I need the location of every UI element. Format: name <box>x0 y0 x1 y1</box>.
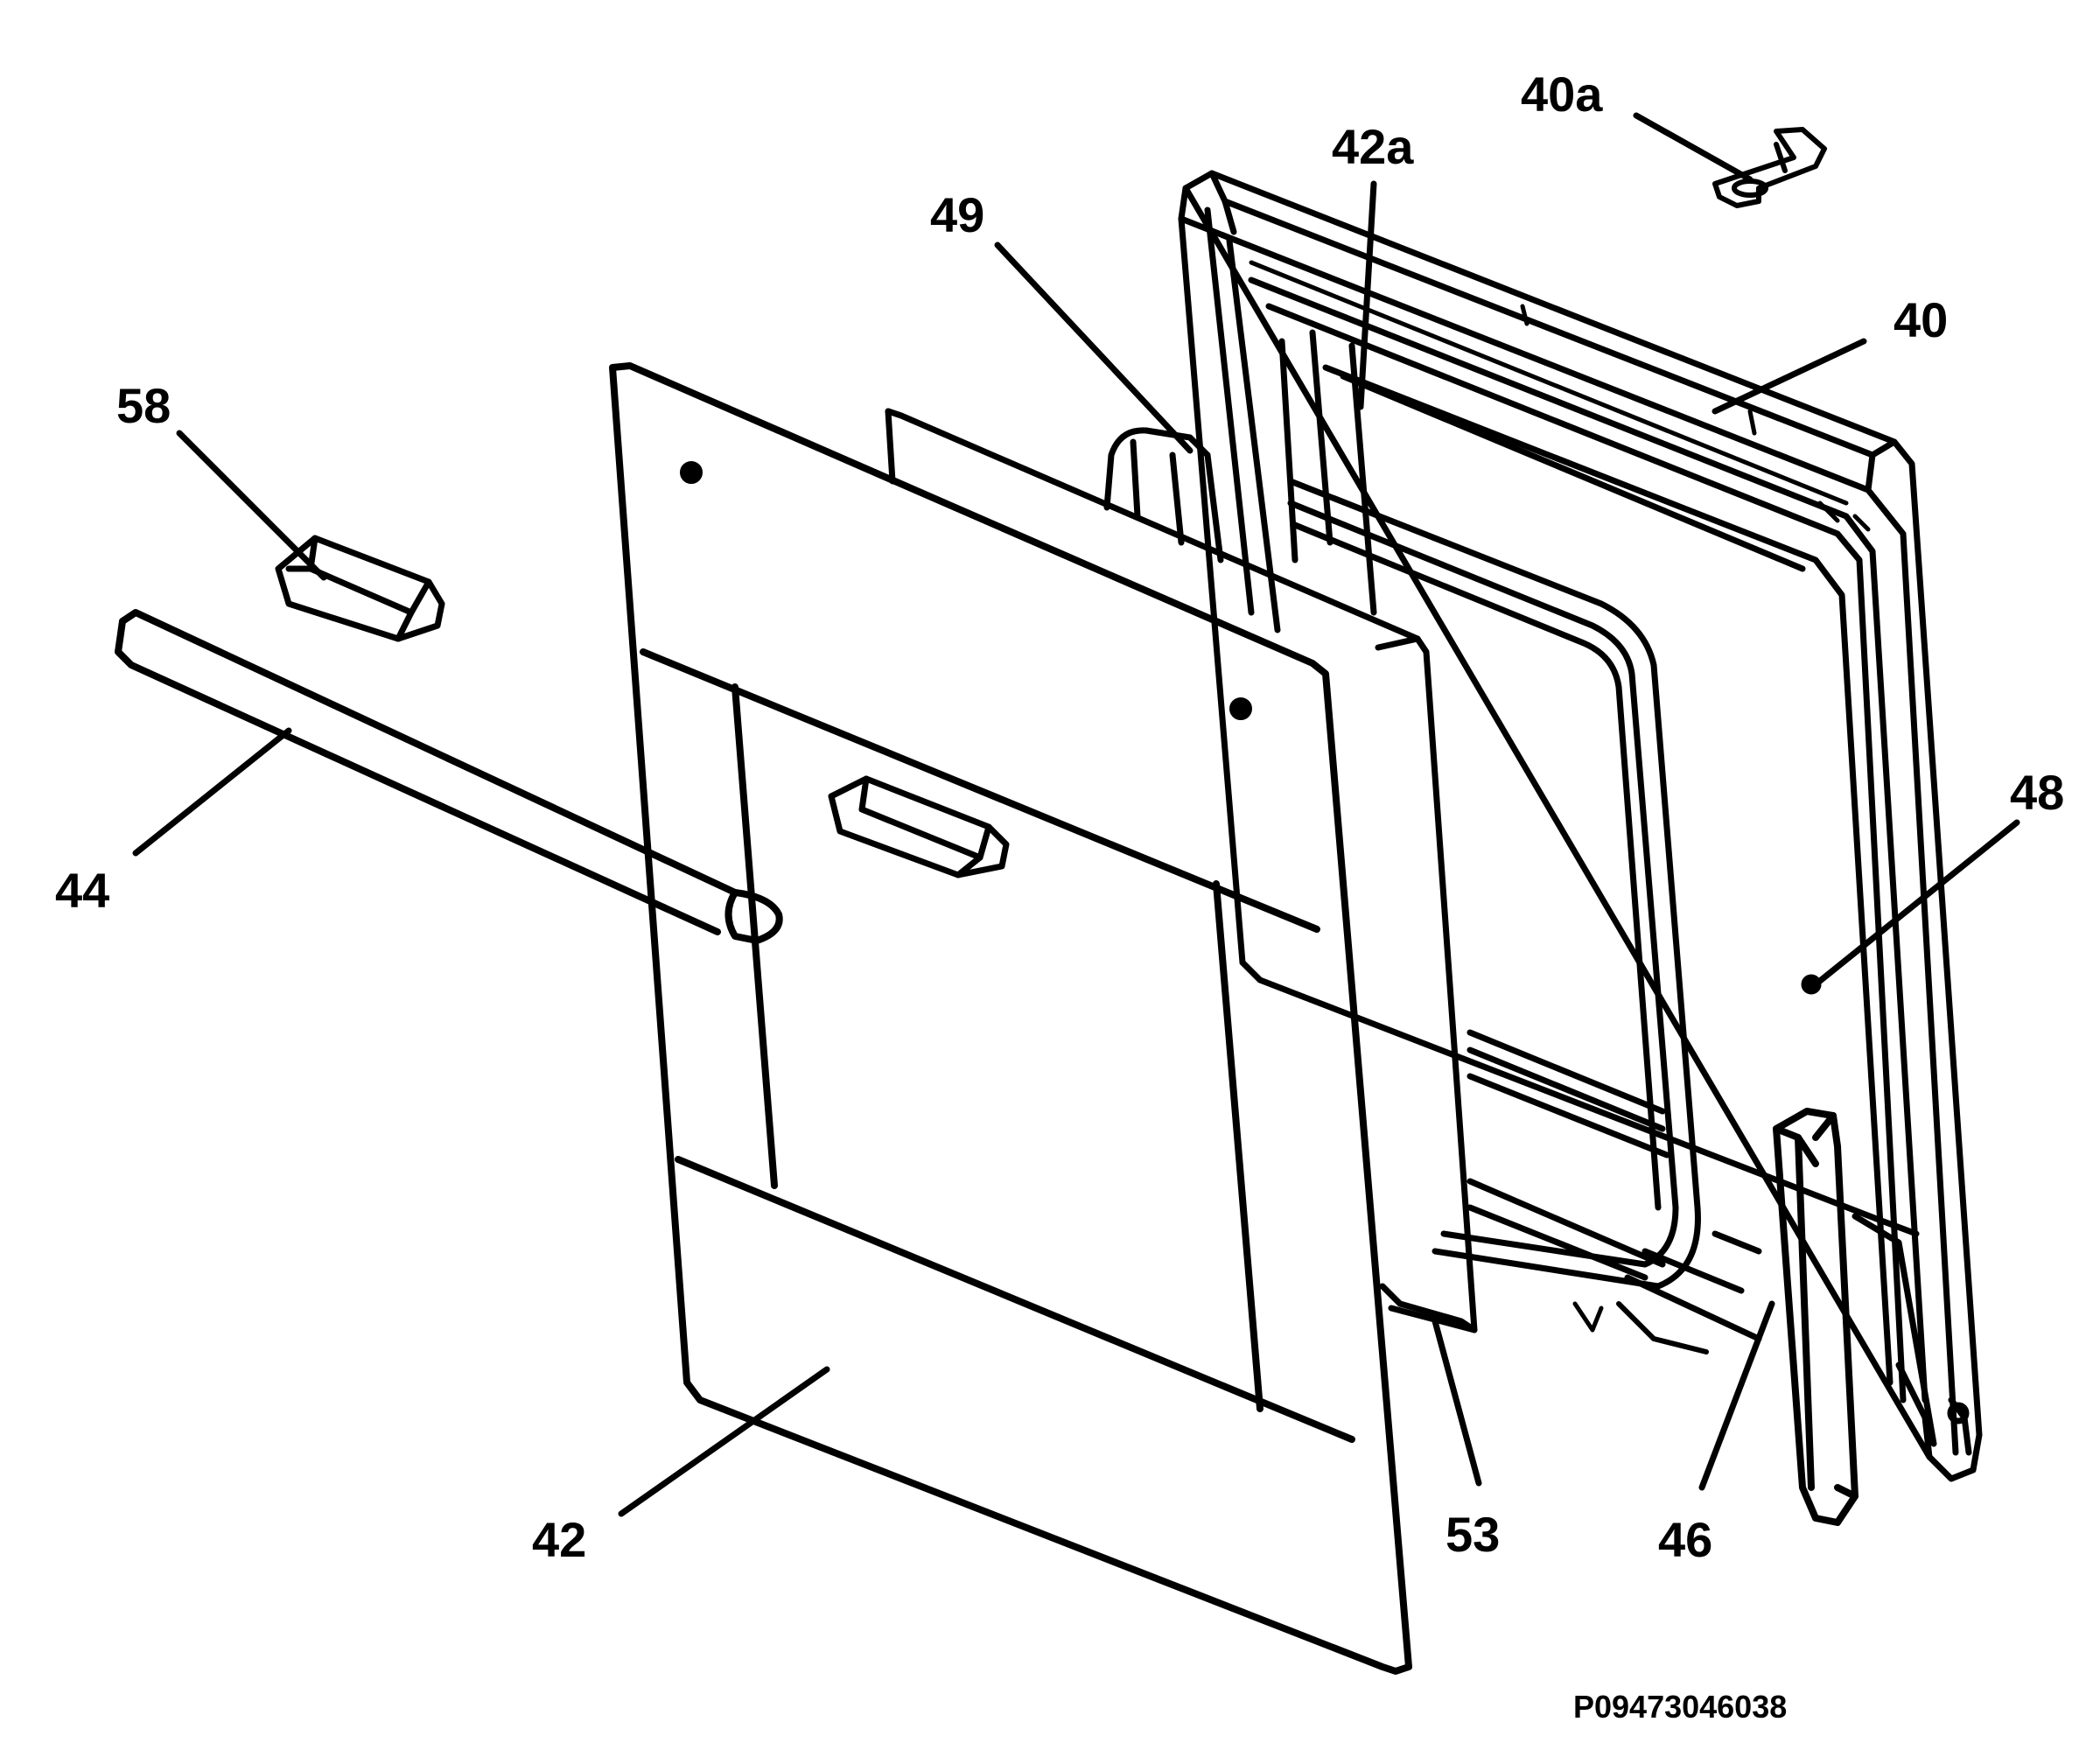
door-hinge <box>1773 1108 1858 1526</box>
leader-58 <box>176 430 327 581</box>
leader-42 <box>618 1366 830 1517</box>
inner-door-frame <box>1178 170 1983 1482</box>
leader-lines <box>132 112 2020 1517</box>
handle-bar <box>115 609 783 944</box>
label-58: 58 <box>116 378 172 433</box>
label-40: 40 <box>1894 292 1949 347</box>
middle-glass-panel <box>885 408 1478 1334</box>
leader-48 <box>1812 819 2020 988</box>
leader-40 <box>1712 338 1867 415</box>
leader-40a <box>1633 112 1754 183</box>
label-44: 44 <box>55 863 110 918</box>
leader-44 <box>132 727 292 857</box>
label-42a: 42a <box>1332 119 1414 174</box>
outer-door-panel <box>609 362 1412 1675</box>
label-42: 42 <box>532 1512 587 1567</box>
label-49: 49 <box>930 187 985 242</box>
leader-46 <box>1698 1300 1775 1491</box>
inner-glass-gasket <box>1287 478 1762 1354</box>
label-46: 46 <box>1658 1512 1713 1567</box>
side-bracket <box>1103 427 1224 564</box>
label-40a: 40a <box>1521 66 1603 122</box>
drawing-code: P09473046038 <box>1573 1689 1788 1725</box>
leader-49 <box>994 242 1194 454</box>
leader-53 <box>1432 1318 1482 1487</box>
panel-handle-bracket <box>828 775 1010 878</box>
label-48: 48 <box>2010 765 2065 820</box>
label-53: 53 <box>1446 1507 1501 1562</box>
handle-bracket <box>275 535 445 642</box>
leader-42a <box>1357 180 1377 410</box>
